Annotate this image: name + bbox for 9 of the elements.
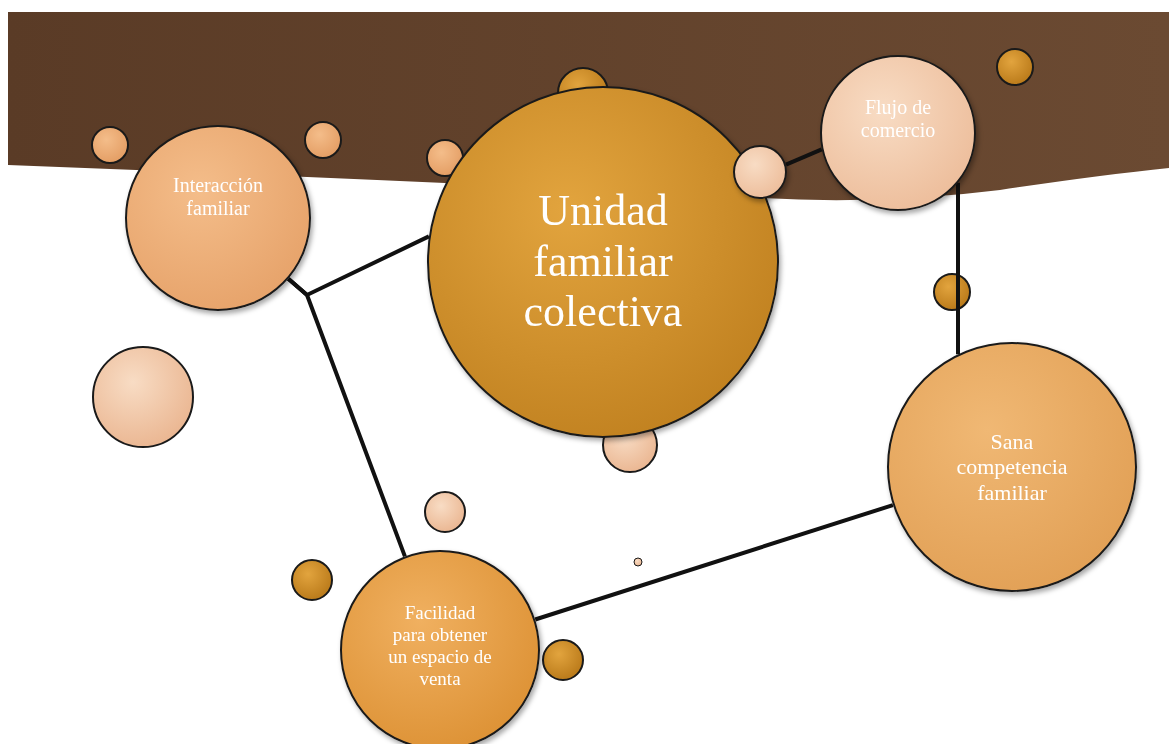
node-label: Facilidad para obtener un espacio de venta	[388, 602, 492, 690]
node-label: Sana competencia familiar	[955, 429, 1069, 505]
connector-line	[534, 503, 894, 622]
connector-line	[287, 277, 407, 558]
node-label: Unidad familiar colectiva	[522, 186, 684, 338]
connector-line	[785, 147, 823, 167]
node-label: Flujo de comercio	[859, 96, 937, 142]
node-label: Interacción familiar	[172, 173, 264, 220]
connector-line	[956, 182, 960, 355]
